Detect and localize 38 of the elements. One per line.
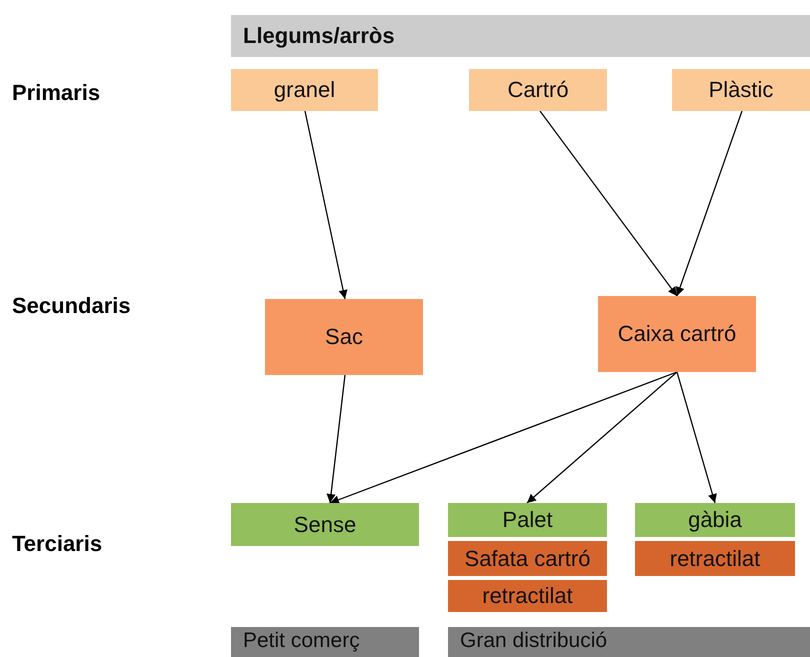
box-label: Cartró: [507, 77, 569, 103]
category-box: [598, 296, 756, 372]
box-label: Safata cartró: [464, 546, 590, 572]
box-label: retractilat: [670, 546, 760, 572]
box-label: Sac: [325, 324, 363, 350]
level-label: Primaris: [12, 80, 100, 106]
category-band: [231, 15, 810, 57]
level-label: Terciaris: [12, 531, 102, 557]
box-label: Gran distribució: [460, 629, 608, 653]
arrow: [540, 110, 678, 296]
category-band: [231, 627, 419, 657]
box-label: Petit comerç: [243, 629, 360, 653]
arrow: [676, 110, 743, 296]
box-label: Palet: [502, 507, 553, 533]
category-box: [448, 541, 607, 576]
category-box: [265, 299, 423, 375]
arrow: [304, 110, 348, 300]
level-label: Secundaris: [12, 293, 131, 319]
box-label: granel: [274, 77, 336, 103]
category-band: [448, 627, 810, 657]
arrow: [326, 374, 346, 504]
box-label: Caixa cartró: [618, 321, 736, 347]
arrow: [526, 372, 678, 504]
box-label: Llegums/arròs: [243, 23, 395, 49]
category-box: [448, 503, 607, 537]
category-box: [469, 69, 607, 111]
category-box: [635, 541, 795, 576]
category-box: [672, 69, 810, 111]
category-box: [231, 69, 378, 111]
category-box: [448, 580, 607, 612]
box-label: retractilat: [482, 583, 573, 609]
arrow: [676, 372, 717, 504]
category-box: [231, 503, 419, 546]
box-label: Sense: [294, 512, 356, 538]
category-box: [635, 503, 795, 537]
arrow: [330, 371, 678, 504]
box-label: Plàstic: [708, 77, 774, 103]
box-label: gàbia: [688, 507, 742, 533]
